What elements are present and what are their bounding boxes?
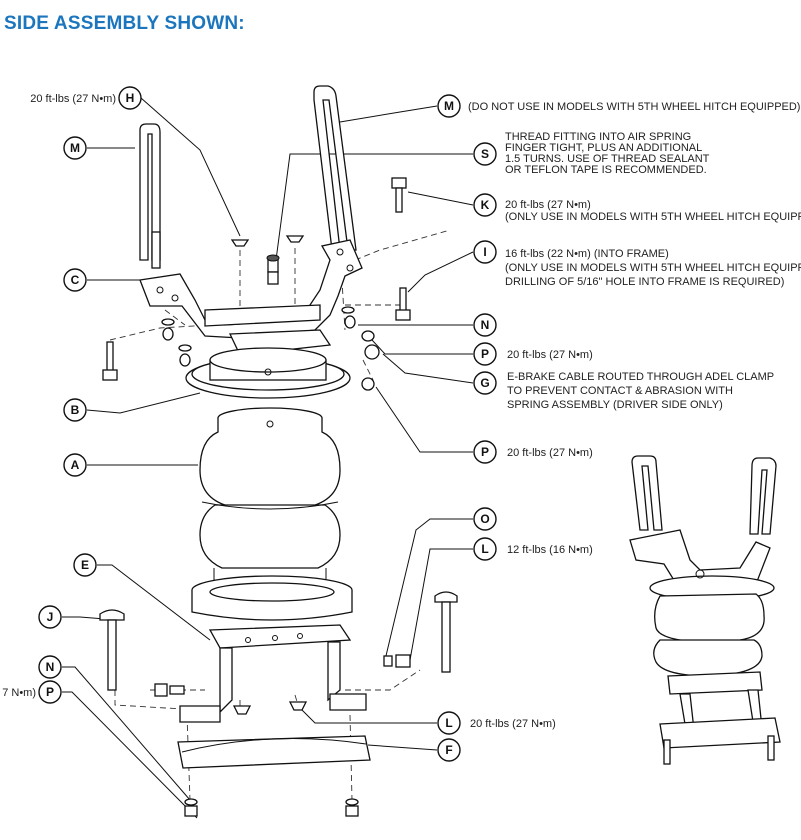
callout-L-right: L 12 ft-lbs (16 N•m) xyxy=(473,537,593,561)
callout-note-line: FINGER TIGHT, PLUS AN ADDITIONAL xyxy=(505,142,702,154)
lower-channel xyxy=(177,735,371,769)
callout-P-left: P 7 N•m) xyxy=(2,680,62,704)
u-bolt-right xyxy=(313,85,357,251)
callout-letter: E xyxy=(81,558,89,572)
callout-note-line: (ONLY USE IN MODELS WITH 5TH WHEEL HITCH… xyxy=(505,211,801,223)
callout-K: K 20 ft-lbs (27 N•m) (ONLY USE IN MODELS… xyxy=(473,193,801,223)
upper-bracket xyxy=(139,239,363,356)
page-title: SIDE ASSEMBLY SHOWN: xyxy=(4,13,245,34)
callout-N-left: N xyxy=(38,655,62,679)
callout-note-line: OR TEFLON TAPE IS RECOMMENDED. xyxy=(505,164,707,176)
callout-note: 20 ft-lbs (27 N•m) xyxy=(30,93,116,105)
callout-J: J xyxy=(38,605,62,629)
upper-plate xyxy=(185,347,351,399)
callout-note-line: 16 ft-lbs (22 N•m) (INTO FRAME) xyxy=(505,248,669,260)
callout-P-right-2: P 20 ft-lbs (27 N•m) xyxy=(473,440,593,464)
callout-letter: F xyxy=(445,743,452,757)
lower-hardware xyxy=(99,591,458,817)
callout-note: (DO NOT USE IN MODELS WITH 5TH WHEEL HIT… xyxy=(468,101,800,113)
callout-note: 20 ft-lbs (27 N•m) xyxy=(507,447,593,459)
callout-letter: C xyxy=(71,273,80,287)
callout-letter: L xyxy=(445,716,452,730)
callout-C: C xyxy=(63,268,87,292)
callout-P-right-1: P 20 ft-lbs (27 N•m) xyxy=(473,342,593,366)
callout-note-line: (ONLY USE IN MODELS WITH 5TH WHEEL HITCH… xyxy=(505,262,801,274)
callout-letter: N xyxy=(46,660,55,674)
callout-note: 12 ft-lbs (16 N•m) xyxy=(507,544,593,556)
callout-B: B xyxy=(63,398,87,422)
callout-A: A xyxy=(63,453,87,477)
callout-letter: P xyxy=(481,445,489,459)
lower-bracket xyxy=(179,624,367,723)
callout-L-bottom: L 20 ft-lbs (27 N•m) xyxy=(437,711,556,735)
callout-note: 20 ft-lbs (27 N•m) xyxy=(507,349,593,361)
callout-M-left: M xyxy=(63,136,87,160)
callout-letter: N xyxy=(481,318,490,332)
callout-note-line: THREAD FITTING INTO AIR SPRING xyxy=(505,131,691,143)
air-spring xyxy=(199,407,341,585)
callout-letter: L xyxy=(481,542,488,556)
callout-letter: M xyxy=(444,99,454,113)
callout-letter: P xyxy=(481,347,489,361)
callout-letter: J xyxy=(47,610,54,624)
callout-note: 7 N•m) xyxy=(2,687,36,699)
callout-note-line: TO PREVENT CONTACT & ABRASION WITH xyxy=(507,385,733,397)
callout-letter: O xyxy=(480,512,489,526)
leader-lines xyxy=(62,97,474,819)
callout-I: I 16 ft-lbs (22 N•m) (INTO FRAME) (ONLY … xyxy=(473,240,801,288)
callout-N-right: N xyxy=(473,313,497,337)
callout-note-line: 20 ft-lbs (27 N•m) xyxy=(505,199,591,211)
callout-letter: I xyxy=(483,245,486,259)
callout-note-line: DRILLING OF 5/16" HOLE INTO FRAME IS REQ… xyxy=(505,276,784,288)
callout-O: O xyxy=(473,507,497,531)
callout-note: 20 ft-lbs (27 N•m) xyxy=(470,718,556,730)
assembled-preview xyxy=(629,455,781,765)
callout-F: F xyxy=(437,738,461,762)
u-bolt-left xyxy=(139,123,161,269)
callout-S: S THREAD FITTING INTO AIR SPRING FINGER … xyxy=(473,131,710,176)
callout-letter: H xyxy=(126,91,135,105)
callout-note-line: SPRING ASSEMBLY (DRIVER SIDE ONLY) xyxy=(507,399,723,411)
callout-letter: P xyxy=(46,685,54,699)
callout-letter: M xyxy=(70,141,80,155)
callout-H-left: H 20 ft-lbs (27 N•m) xyxy=(30,86,142,110)
callout-letter: S xyxy=(481,147,489,161)
callout-E: E xyxy=(73,553,97,577)
callout-note-line: E-BRAKE CABLE ROUTED THROUGH ADEL CLAMP xyxy=(507,371,774,383)
lower-plate xyxy=(191,575,353,621)
callout-letter: A xyxy=(71,458,80,472)
callout-note-line: 1.5 TURNS. USE OF THREAD SEALANT xyxy=(505,153,710,165)
callout-G: G E-BRAKE CABLE ROUTED THROUGH ADEL CLAM… xyxy=(473,371,774,411)
top-hardware xyxy=(102,177,411,391)
callout-letter: B xyxy=(71,403,80,417)
callout-letter: K xyxy=(481,198,490,212)
callout-letter: G xyxy=(480,376,489,390)
callout-M-right: M (DO NOT USE IN MODELS WITH 5TH WHEEL H… xyxy=(437,94,800,118)
